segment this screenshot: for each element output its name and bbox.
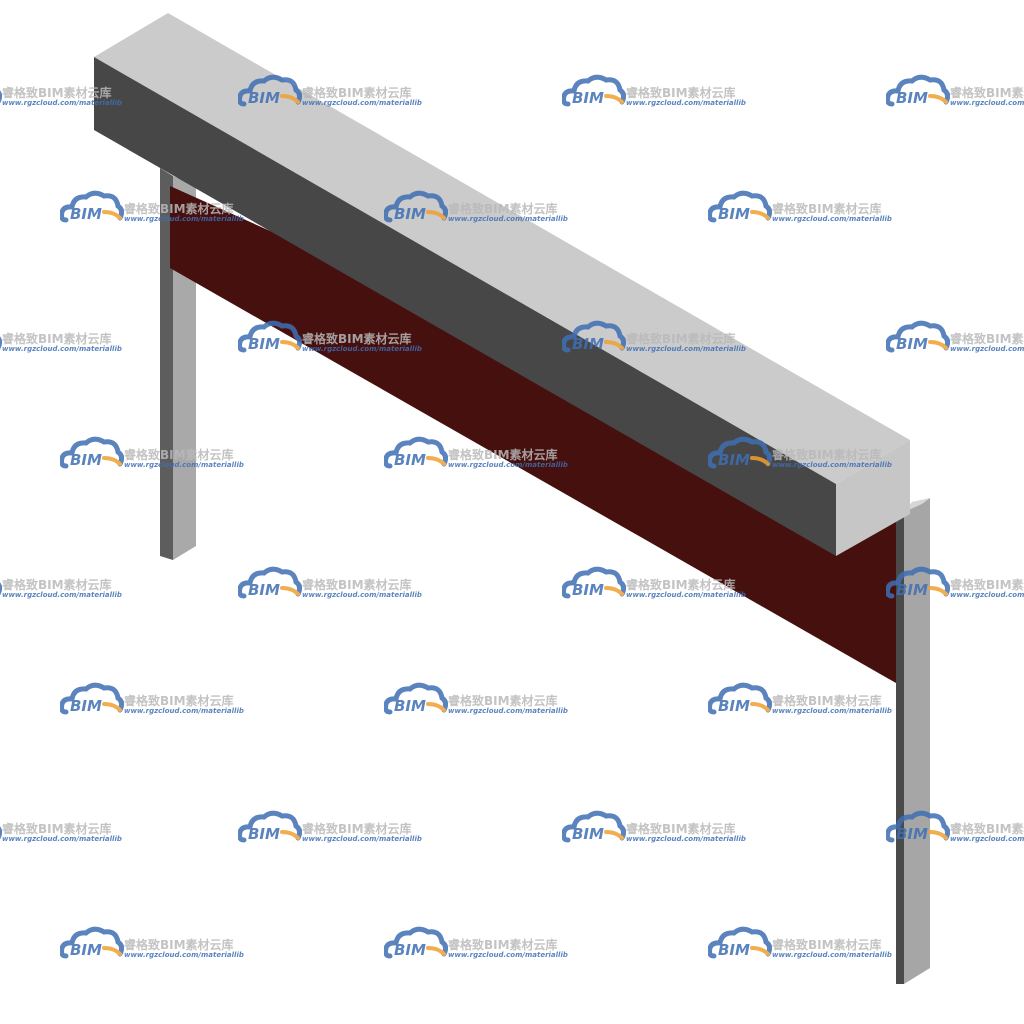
- left-post-front: [160, 168, 173, 560]
- beam-end: [836, 440, 910, 556]
- right-post-front: [896, 512, 904, 984]
- right-post-side: [904, 498, 930, 984]
- beam-front: [94, 57, 836, 556]
- beam: [94, 13, 910, 556]
- red-panel: [170, 186, 896, 683]
- right-post-top: [904, 498, 930, 512]
- right-post: [896, 498, 930, 984]
- beam-top: [94, 13, 910, 484]
